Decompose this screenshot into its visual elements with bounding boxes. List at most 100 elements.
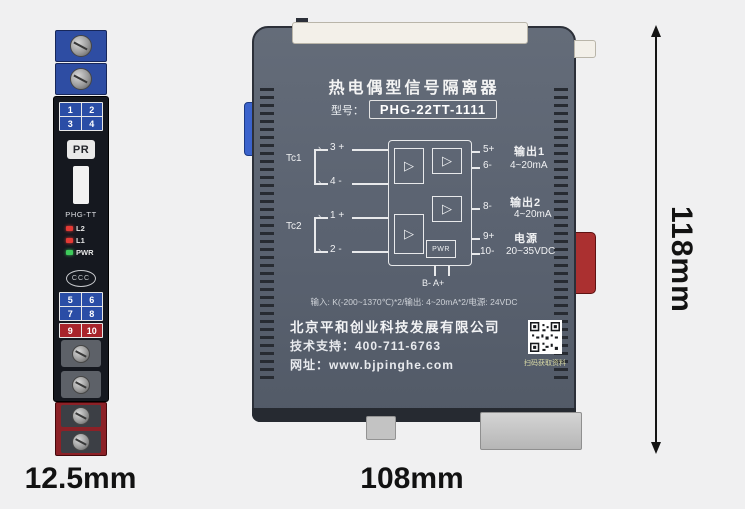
- arrow-icon: [318, 178, 321, 187]
- top-terminal-block-2: [55, 63, 107, 95]
- height-dimension-label: 118mm: [665, 206, 698, 313]
- wire-line: [314, 183, 328, 185]
- wire-line: [352, 183, 388, 185]
- amplifier-icon: ▷: [432, 148, 462, 174]
- terminal-number: 1: [60, 103, 81, 116]
- side-view: 热电偶型信号隔离器 型号： PHG-22TT-1111 Tc1 3 + 4 - …: [244, 18, 608, 454]
- mid-terminal-block-1: [61, 340, 101, 367]
- input-tc2-label: Tc2: [286, 221, 302, 232]
- support-phone: 技术支持：400-711-6763: [290, 339, 442, 353]
- wire-line: [352, 217, 388, 219]
- bus-line: [434, 266, 436, 276]
- terminal-number: 4: [81, 117, 102, 130]
- wire-line: [352, 251, 388, 253]
- terminal-number: 7: [60, 307, 81, 320]
- spec-line: 输入: K(-200~1370℃)*2/输出: 4~20mA*2/电源: 24V…: [310, 297, 518, 307]
- terminal-cell: [61, 431, 101, 453]
- terminal-screw-icon: [70, 68, 92, 90]
- led-row-l2: L2: [66, 224, 85, 233]
- led-label: L2: [76, 224, 85, 233]
- power-range: 20~35VDC: [506, 246, 556, 257]
- amplifier-icon: ▷: [394, 214, 424, 254]
- din-foot-small: [366, 416, 396, 440]
- terminal-number: 9: [60, 324, 81, 337]
- qr-caption: 扫码获取资料: [524, 360, 566, 367]
- qr-code-pattern: [530, 322, 560, 352]
- terminal-4-label: 4 -: [330, 176, 342, 187]
- power-label: 电源: [514, 233, 538, 245]
- amplifier-icon: ▷: [394, 148, 424, 184]
- model-row: 型号： PHG-22TT-1111: [274, 100, 554, 119]
- arrow-up-icon: [651, 25, 661, 37]
- vent-slots-right: [554, 88, 568, 384]
- side-width-dimension-label: 108mm: [360, 462, 464, 495]
- led-red-icon: [66, 226, 73, 231]
- label-window: [73, 166, 89, 204]
- wire-line: [472, 167, 480, 169]
- terminal-number: 6: [81, 293, 102, 306]
- bracket-line: [314, 149, 316, 184]
- height-dimension-line: [655, 30, 657, 448]
- front-view: 1 2 3 4 PR PHG-TT L2 L1 PWR CCC 5 6 7 8 …: [53, 30, 109, 456]
- led-green-icon: [66, 250, 73, 255]
- bus-terminals-label: B- A+: [422, 278, 445, 288]
- led-label: L1: [76, 236, 85, 245]
- output1-range: 4~20mA: [510, 160, 548, 171]
- bottom-power-terminal-block: [55, 402, 107, 456]
- arrow-down-icon: [651, 442, 661, 454]
- model-number: PHG-22TT-1111: [368, 100, 498, 119]
- ccc-certification-mark: CCC: [66, 270, 96, 287]
- wire-line: [314, 217, 328, 219]
- arrow-icon: [318, 246, 321, 255]
- product-title: 热电偶型信号隔离器: [328, 80, 500, 97]
- terminal-screw-icon: [72, 433, 90, 451]
- terminal-number-plate-power: 9 10: [59, 323, 103, 338]
- din-clip-red: [574, 232, 596, 294]
- terminal-screw-icon: [72, 407, 90, 425]
- terminal-8-label: 8-: [483, 201, 492, 212]
- power-module-box: PWR: [426, 240, 456, 258]
- wire-line: [472, 253, 480, 255]
- website-url: 网址：www.bjpinghe.com: [290, 358, 454, 372]
- terminal-number: 10: [81, 324, 102, 337]
- led-row-pwr: PWR: [66, 248, 94, 257]
- mid-terminal-block-2: [61, 371, 101, 398]
- led-row-l1: L1: [66, 236, 85, 245]
- amplifier-icon: ▷: [432, 196, 462, 222]
- led-red-icon: [66, 238, 73, 243]
- wire-line: [352, 149, 388, 151]
- terminal-number-plate-mid: 5 6 7 8: [59, 292, 103, 321]
- front-model-label: PHG-TT: [65, 210, 97, 219]
- terminal-9-label: 9+: [483, 231, 495, 242]
- terminal-5-label: 5+: [483, 144, 495, 155]
- top-terminal-block-1: [55, 30, 107, 62]
- top-right-tab: [574, 40, 596, 58]
- terminal-cell: [61, 405, 101, 427]
- qr-code: [528, 320, 562, 354]
- top-cap: [292, 22, 528, 44]
- terminal-number: 3: [60, 117, 81, 130]
- bracket-line: [314, 217, 316, 252]
- led-label: PWR: [76, 248, 94, 257]
- wiring-diagram: Tc1 3 + 4 - Tc2 1 + 2 - ▷ ▷ ▷: [276, 140, 556, 296]
- brand-logo: PR: [67, 140, 95, 159]
- company-name: 北京平和创业科技发展有限公司: [290, 320, 500, 335]
- isolator-block: [388, 140, 472, 266]
- terminal-6-label: 6-: [483, 160, 492, 171]
- output2-range: 4~20mA: [514, 209, 552, 220]
- output1-label: 输出1: [514, 146, 546, 158]
- terminal-screw-icon: [72, 344, 90, 363]
- wire-line: [472, 208, 480, 210]
- arrow-icon: [318, 144, 321, 153]
- terminal-1-label: 1 +: [330, 210, 345, 221]
- terminal-number: 5: [60, 293, 81, 306]
- vent-slots-left: [260, 88, 274, 384]
- bus-line: [448, 266, 450, 276]
- din-foot-large: [480, 412, 582, 450]
- wire-line: [314, 251, 328, 253]
- wire-line: [314, 149, 328, 151]
- wire-line: [472, 151, 480, 153]
- model-prefix-label: 型号：: [330, 104, 364, 117]
- arrow-icon: [318, 212, 321, 221]
